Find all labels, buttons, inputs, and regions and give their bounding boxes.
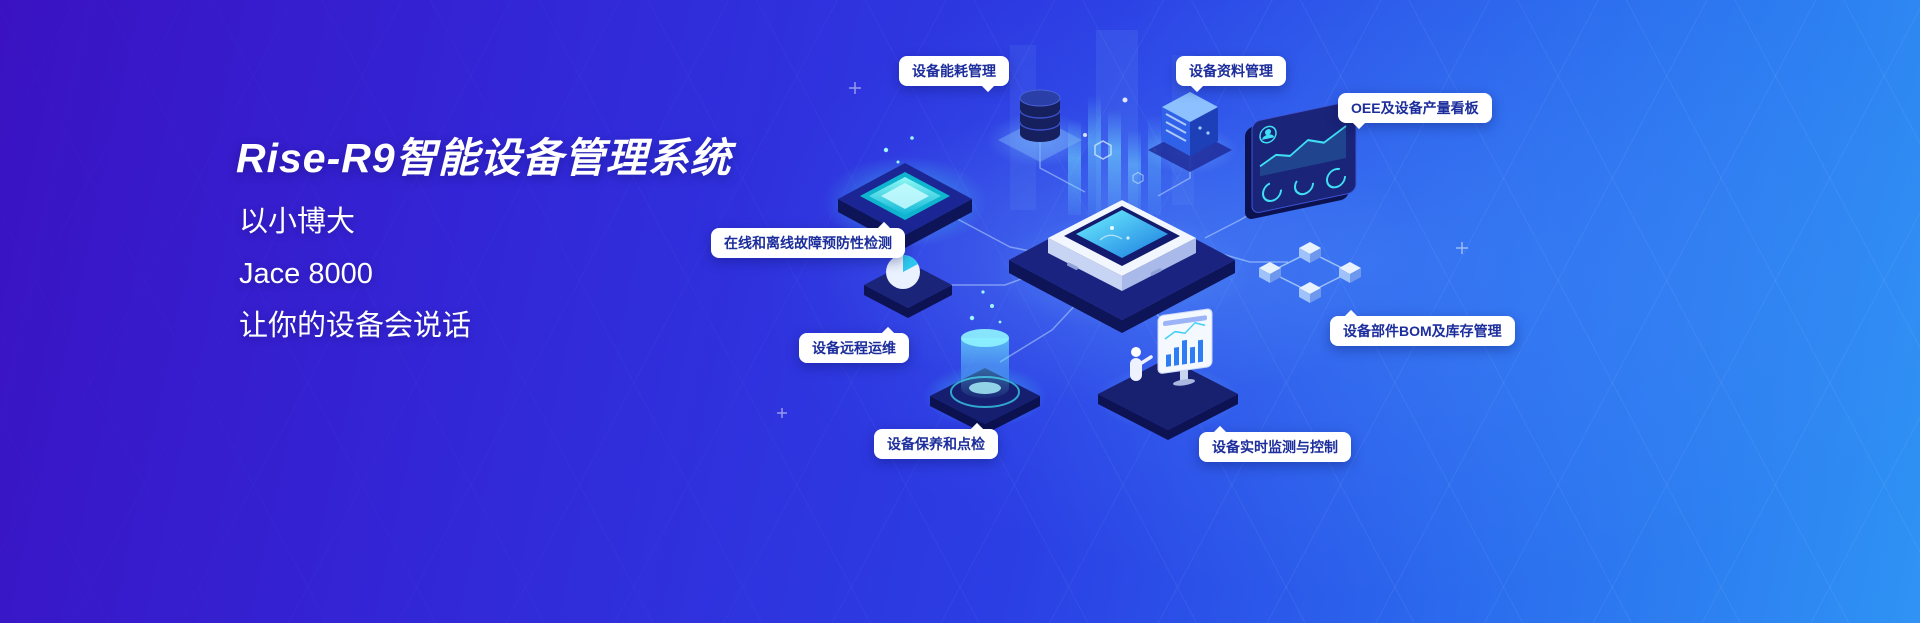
holo-bar-chart-icon (1068, 95, 1161, 215)
hero-subtitle: 以小博大 Jace 8000 让你的设备会说话 (239, 196, 471, 352)
callout-oee-dashboard: OEE及设备产量看板 (1338, 93, 1492, 123)
callout-remote-ops: 设备远程运维 (799, 333, 909, 363)
sparkle-icons (777, 82, 1468, 418)
hologram-projector-icon (923, 290, 1047, 434)
hero-line-3: 让你的设备会说话 (239, 310, 472, 342)
monitor-person-icon (1096, 308, 1240, 440)
callout-fault-detection: 在线和离线故障预防性检测 (711, 228, 905, 258)
callout-maintenance-inspection: 设备保养和点检 (874, 429, 998, 459)
callout-remote-ops-label: 设备远程运维 (812, 340, 896, 356)
fault-detection-platform-icon (823, 136, 987, 248)
callout-oee-dashboard-label: OEE及设备产量看板 (1351, 100, 1479, 116)
callout-equipment-docs-label: 设备资料管理 (1189, 63, 1273, 79)
central-controller-icon (992, 200, 1252, 333)
callout-realtime-monitoring: 设备实时监测与控制 (1199, 432, 1351, 462)
oee-dashboard-icon (1245, 100, 1357, 219)
callout-fault-detection-label: 在线和离线故障预防性检测 (724, 235, 892, 251)
hero-line-2: Jace 8000 (239, 258, 373, 290)
callout-bom-inventory: 设备部件BOM及库存管理 (1330, 316, 1515, 346)
document-server-icon (1142, 92, 1238, 174)
callout-energy-management: 设备能耗管理 (899, 56, 1009, 86)
callout-maintenance-inspection-label: 设备保养和点检 (887, 436, 985, 452)
callout-bom-inventory-label: 设备部件BOM及库存管理 (1343, 323, 1502, 339)
callout-energy-management-label: 设备能耗管理 (912, 63, 996, 79)
hero-line-1: 以小博大 (239, 206, 356, 238)
callout-realtime-monitoring-label: 设备实时监测与控制 (1212, 439, 1338, 455)
callout-equipment-docs: 设备资料管理 (1176, 56, 1286, 86)
pie-chart-icon (864, 255, 952, 318)
bom-cubes-icon (1259, 242, 1361, 303)
energy-database-icon (986, 89, 1094, 167)
page-title: Rise-R9智能设备管理系统 (236, 135, 732, 181)
